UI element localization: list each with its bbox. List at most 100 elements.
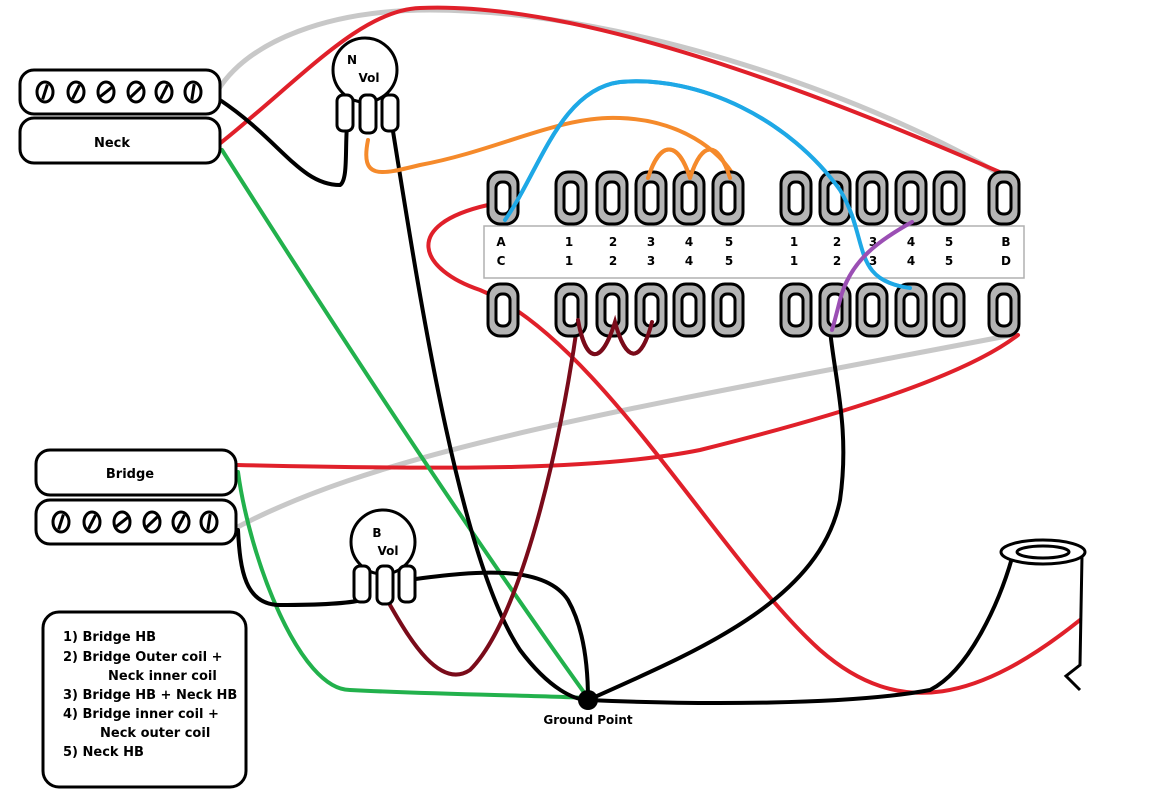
- bridge-volume-pot: B Vol: [349, 508, 417, 606]
- switch-upper-label: 3: [647, 235, 655, 249]
- switch-lugs-top: [486, 170, 1021, 226]
- legend-line-4: 3) Bridge HB + Neck HB: [63, 688, 237, 703]
- bridge-pot-lug-1: [352, 564, 372, 604]
- switch-lower-label: C: [497, 254, 506, 268]
- switch-body: [483, 225, 1025, 279]
- wire-black-bridgepot-ground: [406, 570, 590, 702]
- jack-tip: [1063, 555, 1084, 692]
- wire-black-neckpot-ground: [390, 123, 590, 702]
- neck-volume-pot: N Vol: [331, 36, 400, 135]
- wire-orange: [364, 115, 737, 180]
- neck-pole-screw: [126, 80, 146, 104]
- output-jack: [999, 538, 1087, 692]
- legend-box: 1) Bridge HB 2) Bridge Outer coil + Neck…: [41, 610, 248, 789]
- neck-pot-lug-2: [358, 93, 378, 135]
- wire-black-bridge-pot: [236, 528, 364, 607]
- bridge-pot-letter: B: [372, 526, 381, 540]
- neck-pot-body: [331, 36, 399, 104]
- switch-top-lug: [818, 170, 852, 226]
- bridge-pole-screw: [82, 510, 102, 534]
- switch-top-lug: [554, 170, 588, 226]
- switch-bottom-lug: [987, 282, 1021, 338]
- bridge-pole-screw: [112, 510, 132, 534]
- neck-pickup-pole-bobbin: [18, 68, 222, 116]
- switch-bottom-lug: [818, 282, 852, 338]
- switch-top-lug: [486, 170, 520, 226]
- wire-orange-jumpers-overlay: [646, 147, 732, 180]
- switch-lower-label: 2: [609, 254, 617, 268]
- switch-upper-label: A: [496, 235, 506, 249]
- switch-top-lug: [779, 170, 813, 226]
- wire-red-neck: [216, 5, 1020, 182]
- switch-lower-label: 5: [725, 254, 733, 268]
- switch-top-lug: [932, 170, 966, 226]
- switch-upper-label: 4: [685, 235, 693, 249]
- switch-upper-label: 1: [790, 235, 798, 249]
- legend-line-5: 4) Bridge inner coil +: [63, 707, 219, 722]
- wire-black-neck-pot: [218, 98, 349, 187]
- switch-lower-label: 5: [945, 254, 953, 268]
- wire-red-jack: [426, 203, 1082, 695]
- bridge-pole-screw: [171, 510, 191, 534]
- switch-upper-label: 2: [609, 235, 617, 249]
- jack-hole: [1015, 544, 1071, 560]
- switch-lower-label: 1: [565, 254, 573, 268]
- switch-bottom-lug: [711, 282, 745, 338]
- switch-upper-label: 5: [945, 235, 953, 249]
- wire-maroon-jumpers-overlay: [576, 314, 654, 357]
- switch-upper-label: 4: [907, 235, 915, 249]
- switch-lugs-bottom: [486, 282, 1021, 338]
- neck-pickup-label: Neck: [94, 136, 130, 151]
- switch-top-lug: [855, 170, 889, 226]
- neck-pot-label: Vol: [359, 71, 380, 85]
- switch-bottom-lug: [486, 282, 520, 338]
- wire-grey-neck: [215, 7, 1015, 185]
- switch-upper-label: 2: [833, 235, 841, 249]
- legend-line-6: Neck outer coil: [100, 726, 210, 741]
- wire-blue-overlay: [503, 79, 912, 290]
- switch-upper-label: 1: [565, 235, 573, 249]
- switch-lower-label: 4: [685, 254, 693, 268]
- switch-top-lug: [634, 170, 668, 226]
- wire-green-bridge: [236, 470, 590, 700]
- wire-green-neck: [220, 148, 590, 700]
- switch-upper-label: B: [1001, 235, 1010, 249]
- neck-pole-screw: [35, 80, 55, 104]
- switch-top-lug: [711, 170, 745, 226]
- wire-black-ground-jack: [586, 556, 1014, 705]
- bridge-pot-lug-3: [397, 564, 417, 604]
- legend-line-2: 2) Bridge Outer coil +: [63, 650, 223, 665]
- switch-top-lug: [595, 170, 629, 226]
- bridge-pickup-label: Bridge: [106, 467, 154, 482]
- neck-pole-screw: [154, 80, 174, 104]
- switch-lower-label: 3: [869, 254, 877, 268]
- neck-pole-screws: [35, 80, 203, 104]
- neck-pot-lug-1: [335, 93, 355, 133]
- switch-bottom-lug: [779, 282, 813, 338]
- wire-black-switch-ground: [586, 328, 846, 702]
- wire-red-bridge: [235, 333, 1020, 470]
- neck-pickup-slug-bobbin: [18, 116, 222, 165]
- bridge-pot-label: Vol: [378, 544, 399, 558]
- legend-frame: [41, 610, 248, 789]
- legend-line-3: Neck inner coil: [108, 669, 217, 684]
- bridge-pickup-slug-bobbin: [34, 448, 238, 497]
- switch-lower-label: 4: [907, 254, 915, 268]
- wire-grey-bridge: [229, 332, 1015, 533]
- wire-maroon: [388, 318, 580, 677]
- bridge-pole-screw: [51, 510, 71, 534]
- bridge-pole-screw: [142, 510, 162, 534]
- switch-lower-label: D: [1001, 254, 1011, 268]
- bridge-pot-lug-2: [375, 564, 395, 606]
- bridge-pole-screws: [51, 510, 219, 534]
- bridge-pickup: Bridge: [34, 448, 238, 546]
- switch-lower-label: 3: [647, 254, 655, 268]
- ground-dot: [578, 690, 598, 710]
- ground-label: Ground Point: [543, 713, 633, 727]
- neck-pot-letter: N: [347, 53, 357, 67]
- switch-lower-label: 1: [790, 254, 798, 268]
